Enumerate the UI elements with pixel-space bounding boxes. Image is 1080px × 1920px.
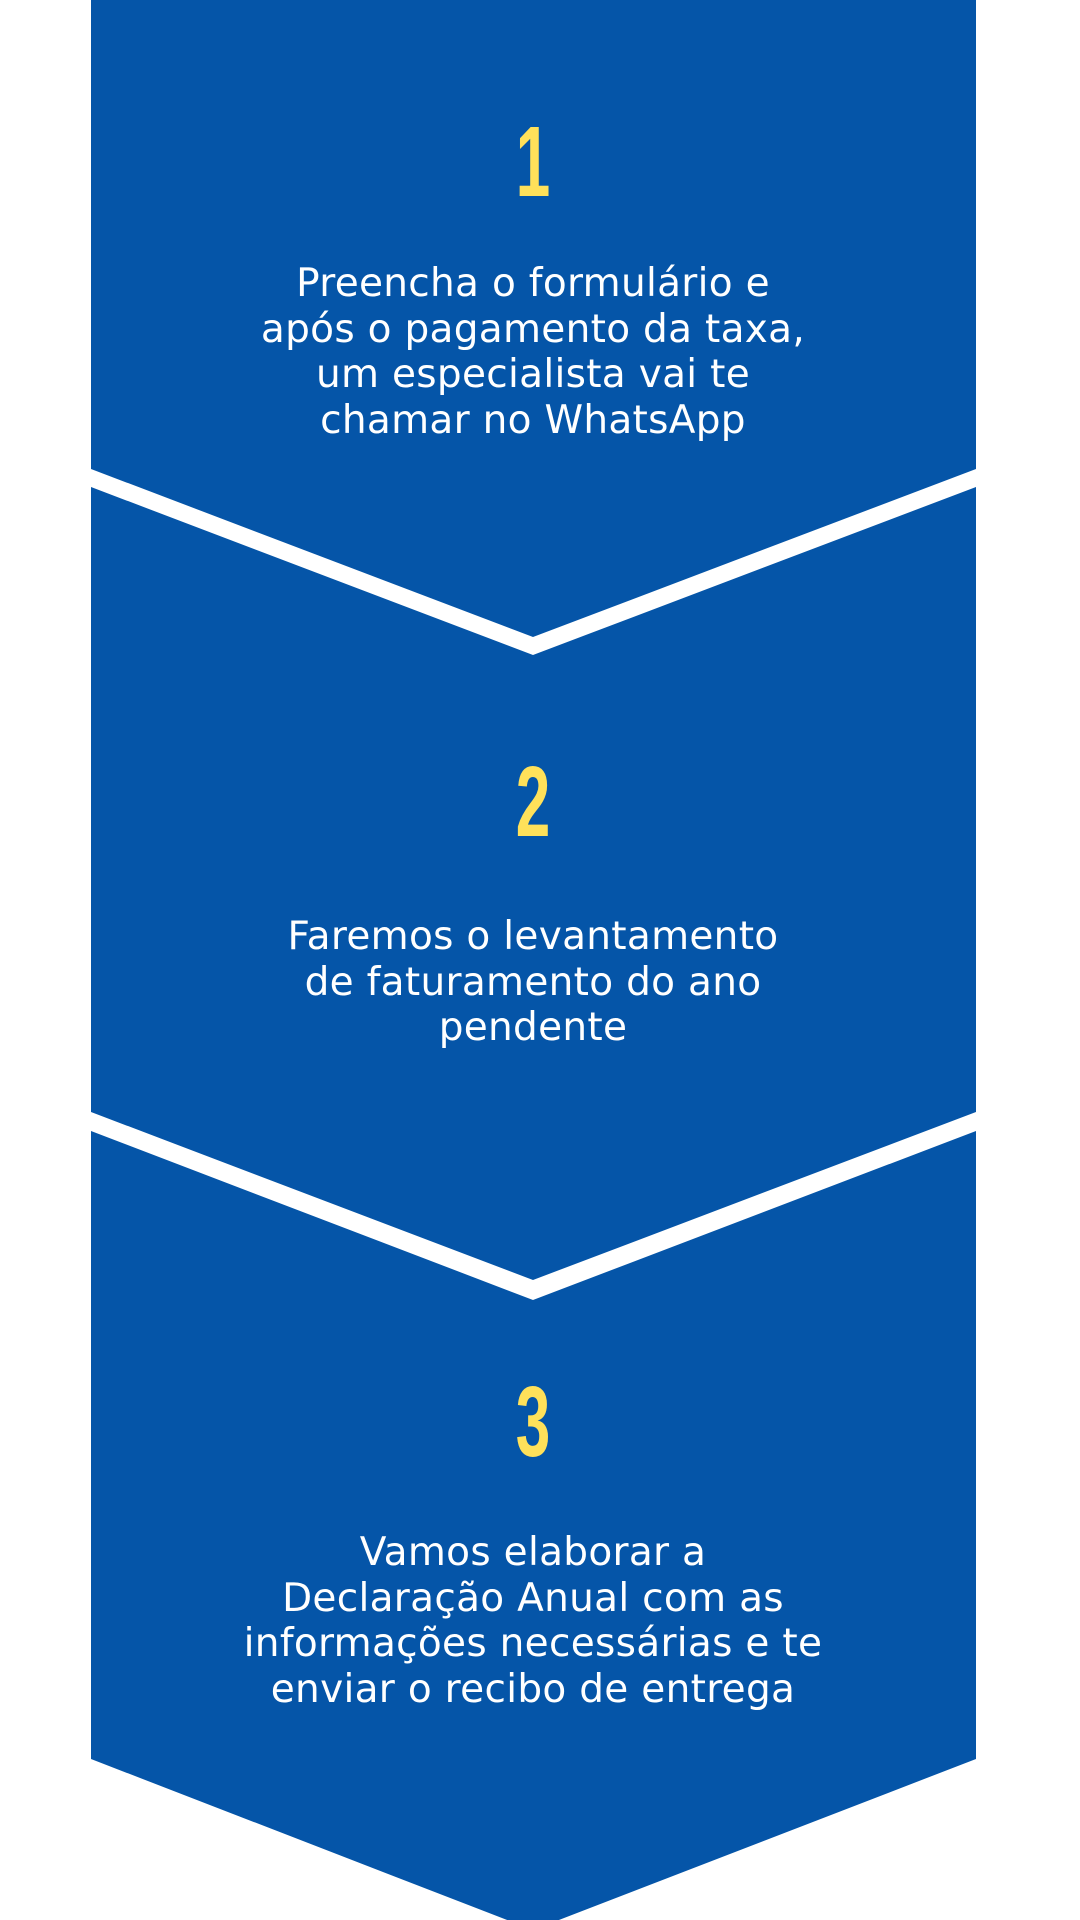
step-1-line: chamar no WhatsApp <box>320 397 746 443</box>
step-1-line: um especialista vai te <box>315 352 751 397</box>
step-3-chevron <box>91 1131 976 1920</box>
step-3-description: Vamos elaborar a Declaração Anual com as… <box>183 1530 883 1712</box>
step-2-description: Faremos o levantamento de faturamento do… <box>183 914 883 1051</box>
step-1-line: Preencha o formulário e <box>296 261 770 306</box>
step-2-line: de faturamento do ano <box>304 959 762 1005</box>
step-3-line: informações necessárias e te <box>243 1621 823 1666</box>
step-1-number: 1 <box>515 106 551 218</box>
step-3-line: Declaração Anual com as <box>282 1575 784 1621</box>
step-1-line: após o pagamento da taxa, <box>260 306 806 352</box>
step-3-line: Vamos elaborar a <box>359 1530 707 1575</box>
step-3-number: 3 <box>515 1366 551 1478</box>
step-1-description: Preencha o formulário e após o pagamento… <box>183 261 883 443</box>
step-2-chevron <box>91 487 976 1280</box>
step-2-line: pendente <box>438 1005 628 1050</box>
step-2-line: Faremos o levantamento <box>287 914 779 959</box>
step-1-chevron <box>91 0 976 637</box>
step-3-line: enviar o recibo de entrega <box>270 1666 796 1712</box>
step-2-number: 2 <box>515 746 551 858</box>
